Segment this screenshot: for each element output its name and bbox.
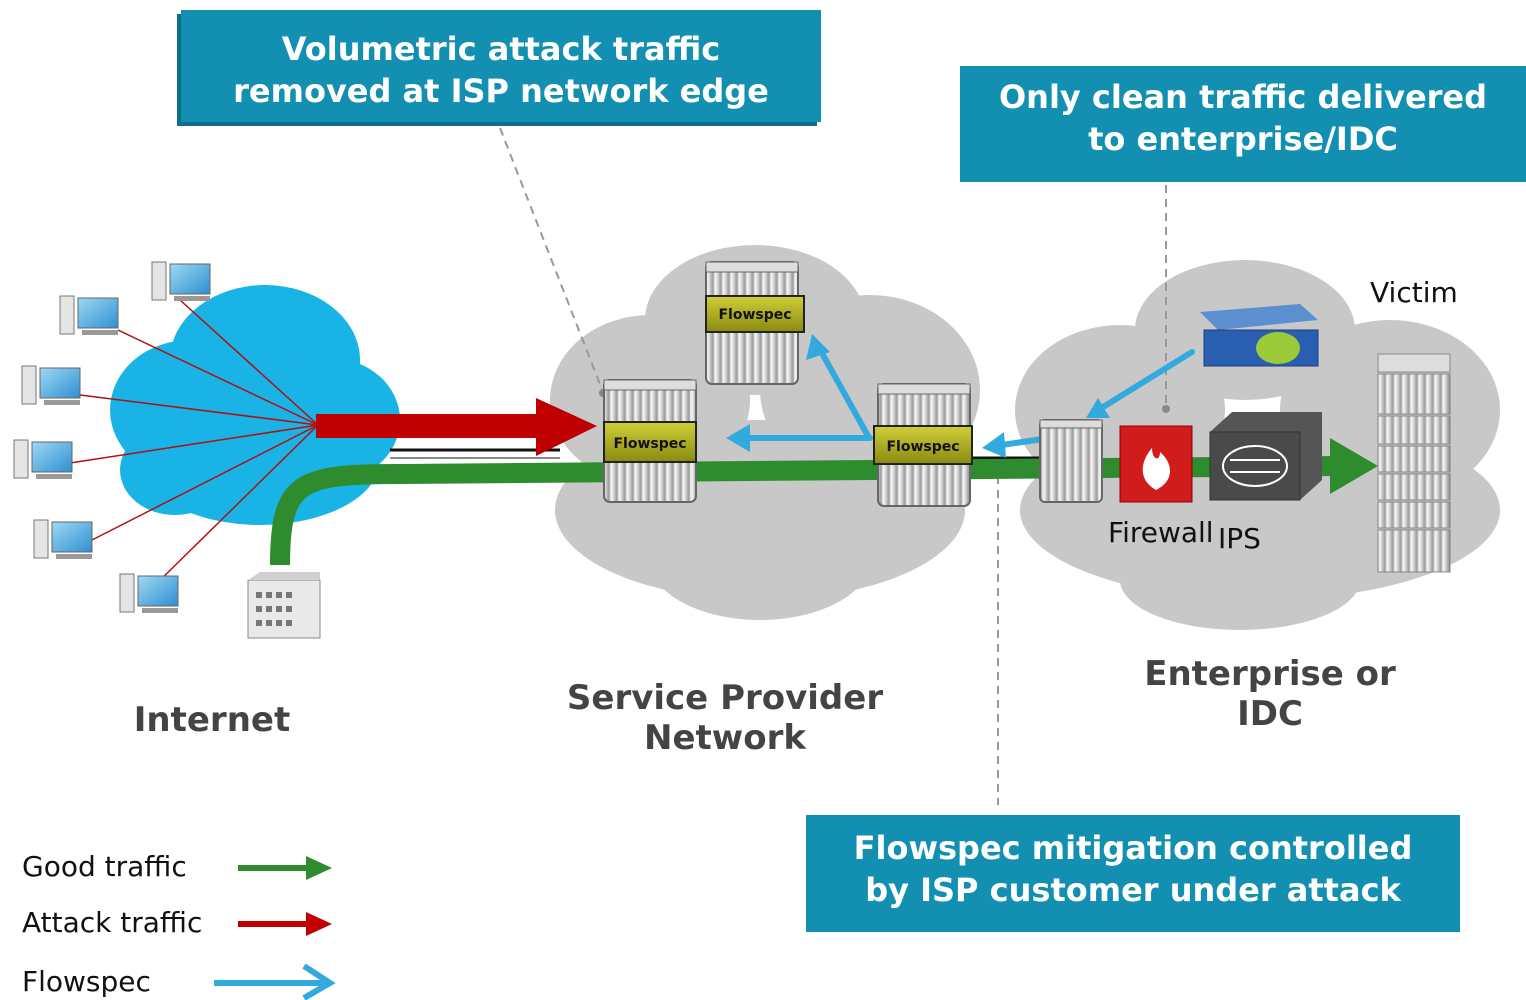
region-provider-line1: Service Provider (566, 678, 884, 718)
callout-clean-line2: to enterprise/IDC (1088, 120, 1398, 158)
leader-volumetric (499, 127, 604, 393)
firewall-label: Firewall (1108, 516, 1214, 549)
building-icon (247, 572, 321, 639)
region-provider-line2: Network (644, 718, 806, 758)
region-label-enterprise: Enterprise or IDC (1120, 654, 1420, 734)
callout-mitigation-line1: Flowspec mitigation controlled (853, 829, 1413, 867)
attack-lines (69, 299, 319, 591)
legend-good-traffic: Good traffic (22, 850, 187, 883)
client-pc-icon (13, 439, 73, 479)
client-pc-icon (21, 365, 81, 405)
callout-mitigation: Flowspec mitigation controlled by ISP cu… (806, 815, 1460, 932)
callout-clean-line1: Only clean traffic delivered (998, 78, 1488, 116)
enterprise-router (1039, 419, 1103, 503)
client-pc-icon (33, 519, 93, 559)
callout-mitigation-line2: by ISP customer under attack (865, 871, 1401, 909)
ips-label: IPS (1218, 522, 1261, 555)
good-traffic-path (270, 456, 1341, 566)
callout-volumetric: Volumetric attack traffic removed at ISP… (181, 10, 821, 122)
client-pc-icon (151, 261, 211, 301)
callout-volumetric-line2: removed at ISP network edge (233, 72, 769, 110)
good-traffic-arrowhead (1330, 438, 1378, 494)
provider-top-router: Flowspec (705, 261, 805, 385)
region-enterprise-line1: Enterprise or (1144, 654, 1396, 694)
region-internet-text: Internet (133, 700, 291, 740)
provider-customer-router: Flowspec (873, 383, 973, 507)
victim-label: Victim (1370, 276, 1458, 309)
victim-server-rack (1377, 353, 1451, 573)
attack-traffic-arrow (316, 414, 541, 438)
internet-cloud (110, 285, 400, 525)
callout-clean-traffic: Only clean traffic delivered to enterpri… (960, 66, 1526, 182)
legend-attack-traffic: Attack traffic (22, 906, 203, 939)
flowspec-tag-top: Flowspec (718, 307, 791, 323)
client-pc-icon (59, 295, 119, 335)
peakflow-appliance (1200, 304, 1319, 367)
client-pcs (13, 261, 211, 613)
region-label-internet: Internet (112, 700, 312, 740)
region-enterprise-line2: IDC (1237, 694, 1303, 734)
flowspec-tag-edge: Flowspec (613, 436, 686, 452)
callout-volumetric-line1: Volumetric attack traffic (281, 30, 721, 68)
provider-edge-router: Flowspec (603, 379, 697, 503)
flame-icon (1142, 448, 1170, 490)
legend-flowspec: Flowspec (22, 965, 151, 998)
region-label-provider: Service Provider Network (540, 678, 910, 758)
legend-arrows (214, 856, 336, 1000)
client-pc-icon (119, 573, 179, 613)
ips-device (1209, 412, 1322, 501)
flowspec-tag-customer: Flowspec (886, 439, 959, 455)
firewall-device (1119, 425, 1193, 503)
